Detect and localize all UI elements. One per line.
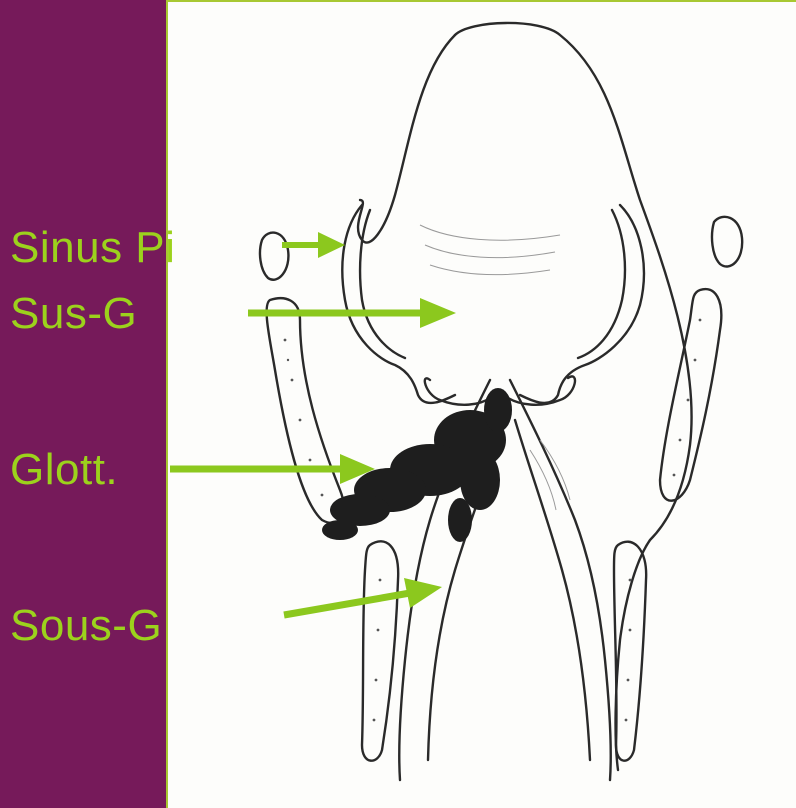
left-thyroid-cartilage bbox=[267, 298, 344, 523]
label-sinus: Sinus Pi bbox=[10, 226, 175, 270]
label-sus: Sus-G bbox=[10, 292, 137, 336]
right-vocal-fold bbox=[510, 380, 611, 780]
right-fold-inner bbox=[578, 210, 625, 358]
right-cornu bbox=[712, 217, 742, 267]
tumour-mass bbox=[322, 388, 512, 542]
left-cricoid-cartilage bbox=[362, 541, 398, 760]
label-sous: Sous-G bbox=[10, 604, 162, 648]
right-fold bbox=[520, 205, 644, 403]
epiglottis-left-outline bbox=[358, 35, 455, 243]
left-cornu bbox=[260, 233, 288, 280]
label-glott: Glott. bbox=[10, 448, 118, 492]
left-fold-inner bbox=[360, 210, 405, 358]
